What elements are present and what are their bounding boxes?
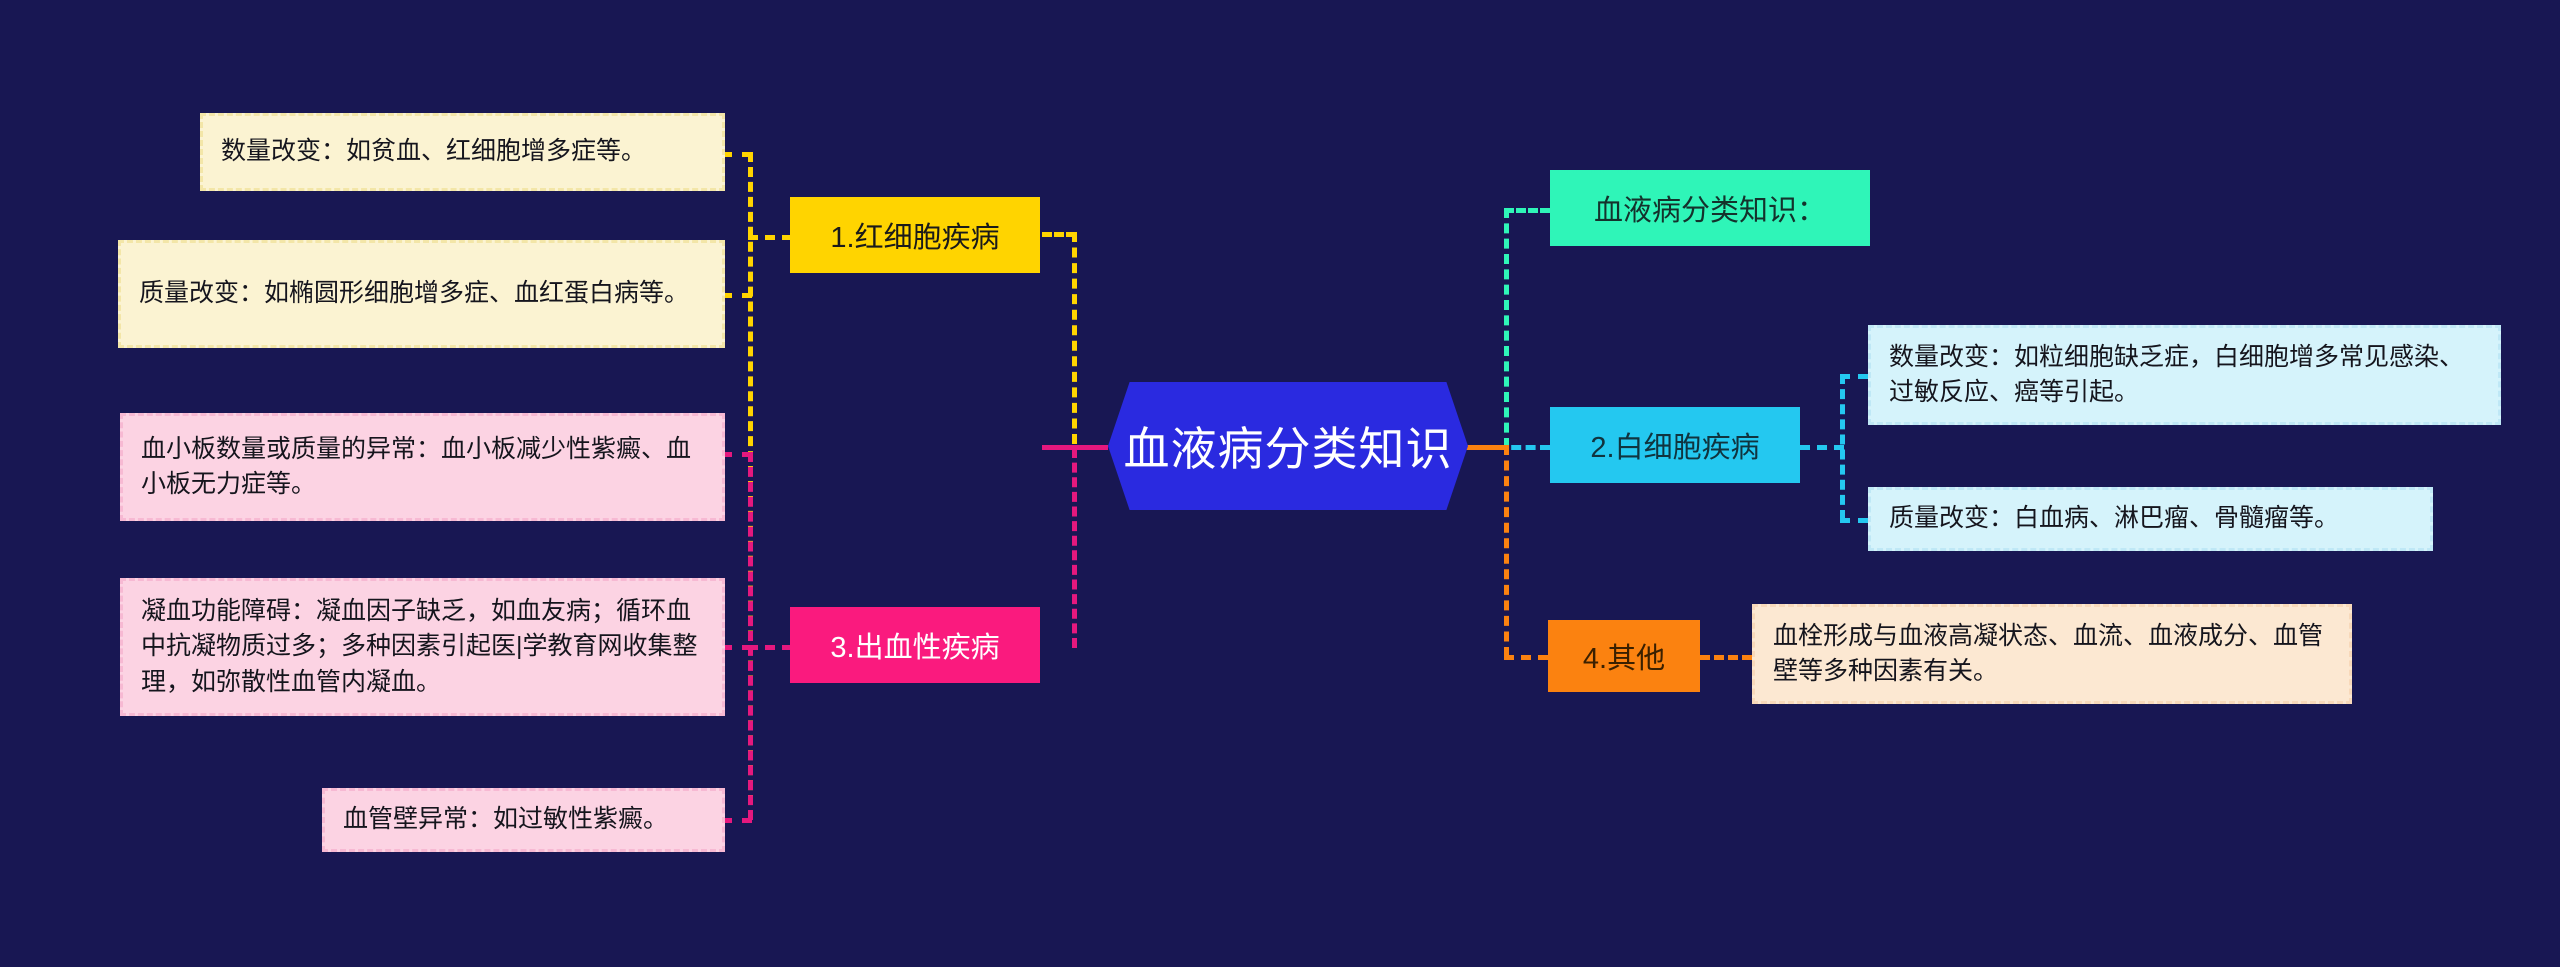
leaf-hemorrhagic-3-label: 血管壁异常：如过敏性紫癜。 [343, 805, 669, 834]
connector-hemorrhagic-child-1 [722, 452, 752, 457]
branch-node-other[interactable]: 4.其他 [1548, 620, 1700, 692]
connector-red-blood-cell-child-1 [722, 152, 752, 157]
connector-other-child-1 [1700, 655, 1752, 660]
connector-heading-trunk [1504, 208, 1509, 448]
connector-white-blood-cell-stub [1800, 445, 1844, 450]
heading-node-label: 血液病分类知识： [1593, 195, 1826, 227]
leaf-red-blood-cell-1[interactable]: 数量改变：如贫血、红细胞增多症等。 [200, 113, 725, 191]
branch-node-red-blood-cell[interactable]: 1.红细胞疾病 [790, 197, 1040, 273]
connector-other-to-node [1504, 655, 1548, 660]
connector-heading-to-node [1504, 208, 1550, 213]
leaf-white-blood-cell-1[interactable]: 数量改变：如粒细胞缺乏症，白细胞增多常见感染、过敏反应、癌等引起。 [1868, 325, 2501, 425]
connector-red-blood-cell-to-center [1042, 232, 1076, 237]
leaf-white-blood-cell-2-label: 质量改变：白血病、淋巴瘤、骨髓瘤等。 [1889, 504, 2340, 533]
connector-hemorrhagic-to-center [1042, 445, 1108, 450]
branch-node-hemorrhagic-label: 3.出血性疾病 [830, 632, 1000, 664]
center-node[interactable]: 血液病分类知识 [1108, 382, 1468, 510]
branch-node-white-blood-cell-label: 2.白细胞疾病 [1590, 432, 1760, 464]
connector-hemorrhagic-child-3 [722, 818, 752, 823]
connector-white-blood-cell-child-2 [1840, 518, 1868, 523]
leaf-other-1-label: 血栓形成与血液高凝状态、血流、血液成分、血管壁等多种因素有关。 [1773, 621, 2324, 686]
leaf-hemorrhagic-3[interactable]: 血管壁异常：如过敏性紫癜。 [322, 788, 725, 852]
connector-other-trunk [1504, 445, 1509, 657]
branch-node-red-blood-cell-label: 1.红细胞疾病 [830, 222, 1000, 254]
leaf-red-blood-cell-2[interactable]: 质量改变：如椭圆形细胞增多症、血红蛋白病等。 [118, 240, 725, 348]
branch-node-white-blood-cell[interactable]: 2.白细胞疾病 [1550, 407, 1800, 483]
leaf-white-blood-cell-2[interactable]: 质量改变：白血病、淋巴瘤、骨髓瘤等。 [1868, 487, 2433, 551]
connector-hemorrhagic-stub [748, 645, 792, 650]
connector-red-blood-cell-child-2 [722, 293, 752, 298]
connector-hemorrhagic-trunk [1072, 448, 1077, 648]
branch-node-hemorrhagic[interactable]: 3.出血性疾病 [790, 607, 1040, 683]
connector-red-blood-cell-trunk [1072, 232, 1077, 444]
branch-node-other-label: 4.其他 [1582, 643, 1666, 675]
leaf-hemorrhagic-2-label: 凝血功能障碍：凝血因子缺乏，如血友病；循环血中抗凝物质过多；多种因素引起医|学教… [141, 596, 698, 696]
leaf-red-blood-cell-1-label: 数量改变：如贫血、红细胞增多症等。 [221, 137, 647, 166]
leaf-red-blood-cell-2-label: 质量改变：如椭圆形细胞增多症、血红蛋白病等。 [139, 279, 690, 308]
leaf-hemorrhagic-1-label: 血小板数量或质量的异常：血小板减少性紫癜、血小板无力症等。 [141, 434, 692, 499]
connector-white-blood-cell-to-center [1468, 445, 1550, 450]
connector-white-blood-cell-child-1 [1840, 374, 1868, 379]
heading-node[interactable]: 血液病分类知识： [1550, 170, 1870, 246]
leaf-white-blood-cell-1-label: 数量改变：如粒细胞缺乏症，白细胞增多常见感染、过敏反应、癌等引起。 [1889, 342, 2465, 407]
leaf-hemorrhagic-1[interactable]: 血小板数量或质量的异常：血小板减少性紫癜、血小板无力症等。 [120, 413, 725, 521]
connector-hemorrhagic-spine [748, 452, 753, 820]
leaf-other-1[interactable]: 血栓形成与血液高凝状态、血流、血液成分、血管壁等多种因素有关。 [1752, 604, 2352, 704]
leaf-hemorrhagic-2[interactable]: 凝血功能障碍：凝血因子缺乏，如血友病；循环血中抗凝物质过多；多种因素引起医|学教… [120, 578, 725, 716]
connector-red-blood-cell-stub [748, 235, 792, 240]
connector-other-to-center [1434, 445, 1508, 450]
center-node-label: 血液病分类知识 [1123, 423, 1453, 475]
connector-hemorrhagic-child-2 [722, 645, 752, 650]
